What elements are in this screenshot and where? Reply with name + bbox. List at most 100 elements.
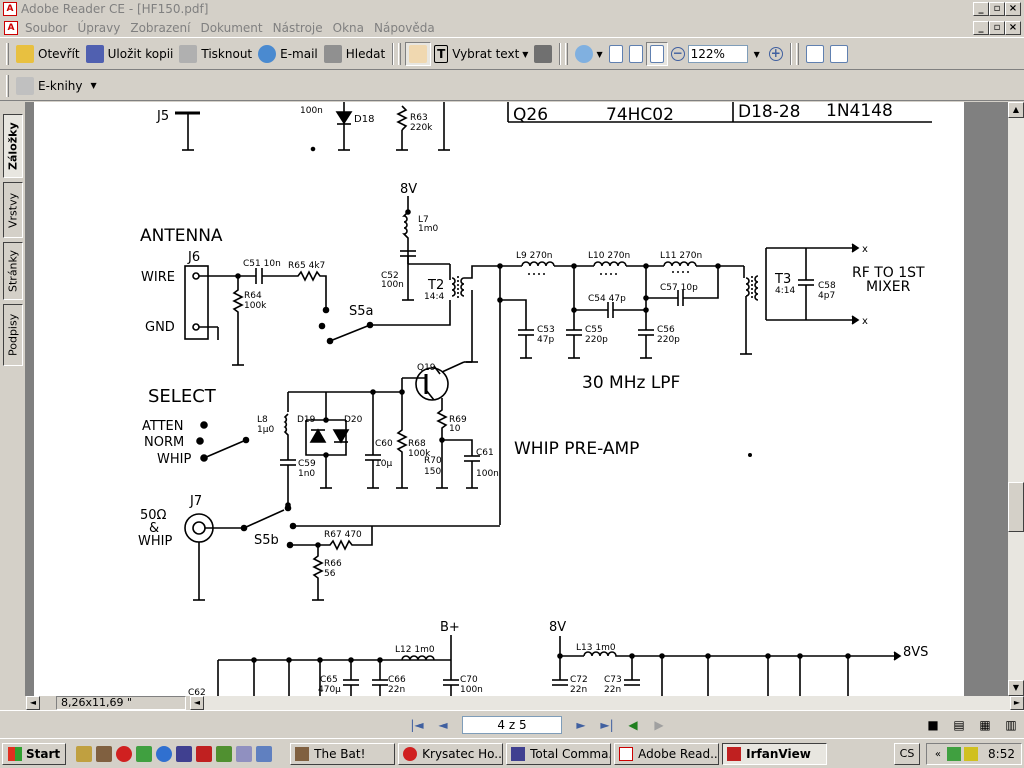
c66-label: C66: [388, 675, 406, 685]
toolbar-grip[interactable]: [795, 43, 799, 65]
zoom-tool-button[interactable]: ▼: [572, 42, 605, 66]
restore-button[interactable]: ▫: [989, 2, 1005, 16]
toolbar-grip[interactable]: [565, 43, 569, 65]
search-label: Hledat: [345, 47, 386, 61]
menu-okna[interactable]: Okna: [332, 20, 364, 35]
vertical-scroll-thumb[interactable]: [1008, 482, 1024, 532]
pdf-page[interactable]: Q26 74HC02 D18-28 1N4148 J5 100n D18 R63…: [34, 102, 964, 696]
lpf-label: 30 MHz LPF: [582, 373, 680, 393]
fit-page-button[interactable]: [626, 42, 646, 66]
menu-bar: A Soubor Úpravy Zobrazení Dokument Nástr…: [0, 18, 1024, 38]
doc-restore-button[interactable]: ▫: [989, 21, 1005, 35]
single-page-layout-button[interactable]: ■: [927, 717, 939, 732]
task-opera[interactable]: Krysatec Ho...: [398, 742, 504, 765]
quicklaunch-book-icon[interactable]: [236, 745, 253, 762]
continuous-facing-layout-button[interactable]: ▥: [1005, 717, 1017, 732]
zoom-level-input[interactable]: 122%: [687, 45, 748, 63]
tab-layers[interactable]: Vrstvy: [3, 182, 23, 238]
fit-width-button[interactable]: [645, 42, 668, 66]
start-button[interactable]: Start: [2, 742, 67, 765]
tray-app-icon[interactable]: [947, 747, 962, 761]
search-button[interactable]: Hledat: [321, 42, 388, 66]
quicklaunch-glasses-icon[interactable]: [76, 745, 93, 762]
rotate-ccw-button[interactable]: [827, 42, 851, 66]
go-forward-button[interactable]: ▶: [654, 717, 664, 732]
quicklaunch-bat-icon[interactable]: [96, 745, 113, 762]
task-total-commander[interactable]: Total Comma...: [506, 742, 612, 765]
scroll-up-button[interactable]: ▲: [1008, 102, 1024, 118]
menu-napoveda[interactable]: Nápověda: [373, 20, 435, 35]
select-label: SELECT: [148, 386, 217, 407]
quicklaunch-opera-icon[interactable]: [116, 745, 133, 762]
menu-soubor[interactable]: Soubor: [25, 20, 68, 35]
printer-icon: [179, 45, 198, 63]
quicklaunch-irfanview-icon[interactable]: [196, 745, 213, 762]
quicklaunch-help-icon[interactable]: [256, 745, 273, 762]
task-the-bat[interactable]: The Bat!: [290, 742, 396, 765]
quicklaunch-floppy-icon[interactable]: [176, 745, 193, 762]
email-button[interactable]: E-mail: [255, 42, 321, 66]
tray-network-icon[interactable]: [964, 747, 979, 761]
last-page-button[interactable]: ►|: [600, 717, 614, 732]
c72-value: 22n: [570, 685, 587, 695]
l9-label: L9 270n: [516, 251, 553, 261]
menu-upravy[interactable]: Úpravy: [77, 20, 121, 35]
vertical-scrollbar[interactable]: ▲ ▼: [1008, 102, 1024, 696]
doc-minimize-button[interactable]: _: [973, 21, 989, 35]
tray-expand-icon[interactable]: «: [934, 748, 942, 760]
tab-signatures[interactable]: Podpisy: [3, 304, 23, 366]
toolbar-grip[interactable]: [6, 43, 9, 65]
horizontal-scrollbar[interactable]: ◄ ►: [190, 696, 1024, 710]
zoom-dropdown-icon[interactable]: ▼: [753, 49, 760, 59]
first-page-button[interactable]: |◄: [410, 717, 424, 732]
scroll-right-button[interactable]: ►: [1010, 696, 1024, 710]
next-page-button[interactable]: ►: [576, 717, 586, 732]
scroll-down-button[interactable]: ▼: [1008, 680, 1024, 696]
d20-label: D20: [344, 415, 363, 425]
bplus-label: B+: [440, 620, 460, 635]
magnifier-icon: [575, 45, 594, 63]
previous-page-button[interactable]: ◄: [438, 717, 448, 732]
ebooks-button[interactable]: E-knihy▼: [13, 74, 100, 98]
scroll-left-button-a[interactable]: ◄: [26, 696, 40, 710]
save-copy-button[interactable]: Uložit kopii: [83, 42, 177, 66]
language-indicator[interactable]: CS: [894, 743, 920, 765]
menu-zobrazeni[interactable]: Zobrazení: [130, 20, 191, 35]
zoom-out-button[interactable]: −: [668, 42, 688, 66]
tab-pages[interactable]: Stránky: [3, 242, 23, 300]
print-button[interactable]: Tisknout: [176, 42, 255, 66]
close-button[interactable]: ×: [1005, 2, 1021, 16]
menu-dokument[interactable]: Dokument: [200, 20, 263, 35]
minimize-button[interactable]: _: [973, 2, 989, 16]
c73-value: 22n: [604, 685, 621, 695]
task-adobe-reader[interactable]: Adobe Read...: [614, 742, 720, 765]
continuous-layout-button[interactable]: ▤: [953, 717, 965, 732]
quicklaunch-frog-icon[interactable]: [136, 745, 153, 762]
document-icon[interactable]: A: [4, 20, 18, 35]
page-number-field[interactable]: 4 z 5: [462, 715, 562, 734]
tab-bookmarks[interactable]: Záložky: [3, 114, 23, 178]
hand-tool-button[interactable]: [405, 42, 432, 66]
scroll-left-button[interactable]: ◄: [190, 696, 204, 710]
dropdown-arrow-icon[interactable]: ▼: [596, 49, 603, 59]
zoom-in-button[interactable]: +: [766, 42, 786, 66]
actual-size-button[interactable]: [606, 42, 626, 66]
toolbar-grip[interactable]: [6, 74, 9, 97]
go-back-button[interactable]: ◀: [628, 717, 638, 732]
quicklaunch-app-icon[interactable]: [216, 745, 233, 762]
doc-close-button[interactable]: ×: [1005, 21, 1021, 35]
dropdown-arrow-icon[interactable]: ▼: [90, 81, 97, 90]
task-irfanview[interactable]: IrfanView: [722, 742, 828, 765]
menu-nastroje[interactable]: Nástroje: [272, 20, 323, 35]
rotate-cw-button[interactable]: [803, 42, 827, 66]
document-area[interactable]: Q26 74HC02 D18-28 1N4148 J5 100n D18 R63…: [26, 102, 1008, 696]
t3-ratio: 4:14: [775, 286, 795, 296]
dropdown-arrow-icon[interactable]: ▼: [522, 49, 529, 59]
toolbar-grip[interactable]: [398, 43, 402, 65]
snapshot-button[interactable]: [531, 42, 555, 66]
task-label: Adobe Read...: [638, 746, 720, 761]
facing-layout-button[interactable]: ▦: [979, 717, 991, 732]
quicklaunch-ie-icon[interactable]: [156, 745, 173, 762]
open-button[interactable]: Otevřít: [13, 42, 83, 66]
